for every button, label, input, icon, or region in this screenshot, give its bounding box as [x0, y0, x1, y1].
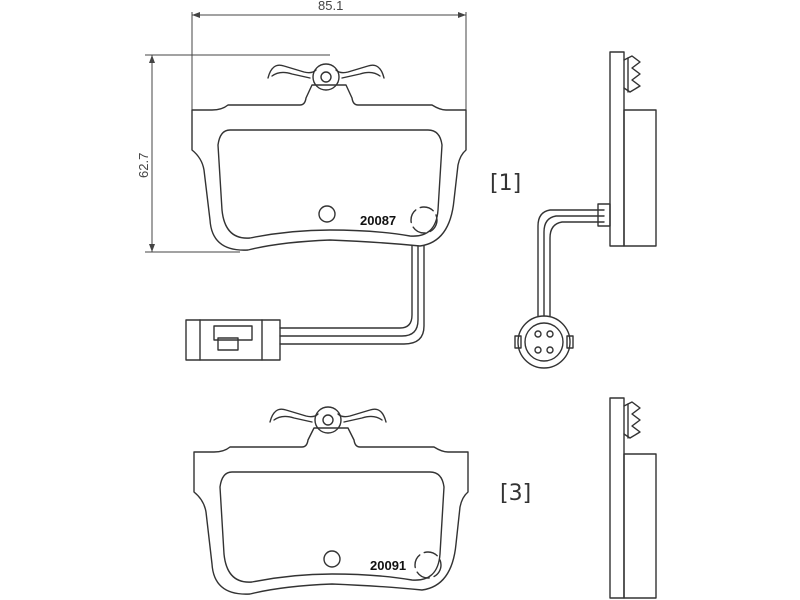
- lower-pad-hole-icon: [323, 550, 341, 568]
- lower-reference-label: [3]: [500, 481, 531, 506]
- upper-pad-hole-icon: [318, 205, 336, 223]
- lower-part-number: 20091: [370, 558, 406, 573]
- upper-brake-pad: 20087: [191, 63, 467, 251]
- upper-pad-marker-icon: [410, 206, 438, 234]
- upper-reference-label: [1]: [490, 171, 521, 196]
- lower-pad-side-view: [609, 397, 657, 599]
- width-dimension: 85.1: [191, 0, 467, 110]
- upper-pad-side-view: [514, 51, 657, 369]
- height-dimension-label: 62.7: [136, 153, 151, 178]
- lower-brake-pad: 20091: [193, 406, 469, 595]
- height-dimension: 62.7: [136, 54, 330, 253]
- lower-pad-marker-icon: [414, 551, 442, 579]
- upper-part-number: 20087: [360, 213, 396, 228]
- width-dimension-label: 85.1: [318, 0, 343, 13]
- upper-wear-sensor: [185, 245, 425, 361]
- sensor-connector-icon: [517, 315, 571, 369]
